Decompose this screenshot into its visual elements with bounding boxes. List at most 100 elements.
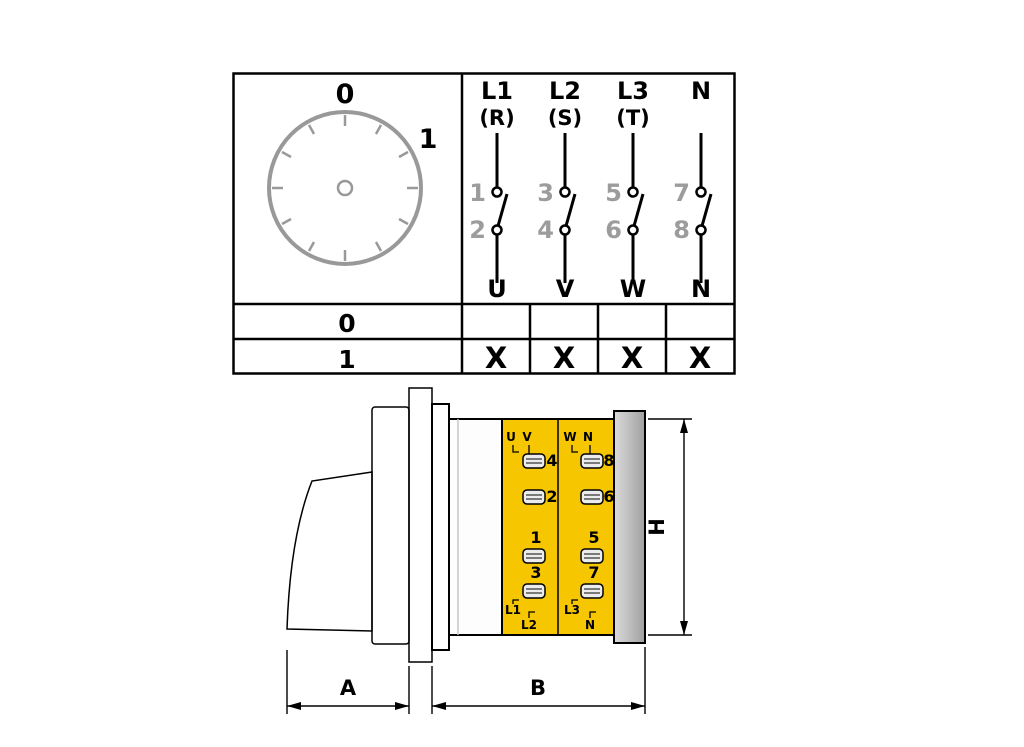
wire-label-u: U bbox=[506, 430, 516, 444]
truth-table: 0 1 X X X X bbox=[338, 309, 711, 375]
screw-terminal-5 bbox=[580, 548, 604, 564]
wire-label-l3: L3 bbox=[564, 603, 580, 617]
contact-mark: X bbox=[689, 341, 711, 375]
screw-terminal-7 bbox=[580, 583, 604, 599]
screw bbox=[522, 548, 546, 564]
position-row-label: 0 bbox=[338, 309, 355, 338]
screw-terminal-8 bbox=[580, 453, 604, 469]
wire-hook bbox=[571, 599, 578, 604]
switch-blade bbox=[632, 193, 645, 227]
terminal-group-upper-right: W N 8 6 bbox=[563, 430, 614, 506]
terminal-number: 8 bbox=[603, 451, 614, 470]
pole-phase-label: (R) bbox=[479, 106, 514, 130]
wire-label-l2: L2 bbox=[521, 618, 537, 632]
lower-contact bbox=[559, 224, 571, 236]
tick bbox=[398, 217, 409, 226]
tick bbox=[374, 124, 383, 135]
terminal-number: 5 bbox=[588, 528, 599, 547]
output-terminal-label: N bbox=[691, 275, 711, 303]
screw-terminal-3 bbox=[522, 583, 546, 599]
rear-end-cap bbox=[613, 410, 646, 644]
wire-hook bbox=[571, 445, 578, 453]
mounting-panel-hatched bbox=[408, 387, 433, 663]
terminal-number: 4 bbox=[546, 451, 557, 470]
table-outer-border bbox=[232, 72, 736, 375]
lower-contact bbox=[695, 224, 707, 236]
upper-contact-number: 7 bbox=[673, 179, 690, 207]
dimension-b: B bbox=[431, 647, 646, 714]
lower-contact bbox=[491, 224, 503, 236]
upper-contact bbox=[491, 186, 503, 198]
screw bbox=[580, 548, 604, 564]
position-row-label: 1 bbox=[338, 345, 355, 374]
pole-line-label: N bbox=[691, 77, 711, 105]
arrowhead-right bbox=[631, 702, 645, 710]
switching-diagram-table: 0 1 L1 (R) bbox=[232, 72, 736, 375]
tick bbox=[281, 217, 292, 226]
wire-label-v: V bbox=[522, 430, 532, 444]
dial-position-1-label: 1 bbox=[419, 124, 438, 155]
rotary-handle-knob bbox=[286, 471, 373, 632]
screw bbox=[522, 489, 546, 505]
upper-contact bbox=[627, 186, 639, 198]
screw-terminal-2 bbox=[522, 489, 546, 505]
lower-contact-number: 4 bbox=[537, 216, 554, 244]
wire-hook bbox=[512, 445, 519, 453]
wire-label-l1: L1 bbox=[505, 603, 521, 617]
pole-l2: L2 (S) 3 4 V bbox=[537, 77, 582, 303]
arrowhead-up bbox=[680, 419, 688, 433]
tick bbox=[281, 150, 292, 159]
tick bbox=[374, 241, 383, 252]
contact-mark: X bbox=[485, 341, 507, 375]
upper-contact bbox=[695, 186, 707, 198]
tick bbox=[307, 124, 316, 135]
lower-contact-number: 8 bbox=[673, 216, 690, 244]
pole-line-label: L3 bbox=[617, 77, 649, 105]
wire-label-w: W bbox=[563, 430, 576, 444]
dial-position-0-label: 0 bbox=[336, 79, 355, 110]
wire-hook bbox=[512, 599, 519, 604]
position-dial: 0 1 bbox=[267, 79, 438, 266]
pole-phase-label: (S) bbox=[548, 106, 582, 130]
output-terminal-label: U bbox=[487, 275, 507, 303]
arrowhead-left bbox=[287, 702, 301, 710]
pole-phase-label: (T) bbox=[616, 106, 650, 130]
upper-contact-number: 3 bbox=[537, 179, 554, 207]
terminal-group-lower-left: 1 3 L1 L2 bbox=[505, 528, 546, 632]
switch-body bbox=[448, 418, 503, 636]
dial-ticks bbox=[272, 115, 418, 261]
dial-center-shaft bbox=[336, 179, 354, 197]
lower-contact bbox=[627, 224, 639, 236]
dimension-a: A bbox=[286, 650, 410, 714]
arrowhead-left bbox=[432, 702, 446, 710]
screw bbox=[522, 453, 546, 469]
terminal-group-upper-left: U V 4 2 bbox=[506, 430, 557, 506]
dimension-h: H bbox=[645, 418, 692, 636]
tick bbox=[398, 150, 409, 159]
dimension-label-b: B bbox=[530, 676, 546, 700]
contact-mark: X bbox=[553, 341, 575, 375]
contact-mark: X bbox=[621, 341, 643, 375]
upper-contact bbox=[559, 186, 571, 198]
terminal-number: 3 bbox=[530, 563, 541, 582]
device-side-view: U V 4 2 W N bbox=[286, 387, 692, 714]
terminal-number: 2 bbox=[546, 487, 557, 506]
terminal-number: 7 bbox=[588, 563, 599, 582]
dial-ring bbox=[267, 110, 423, 266]
terminal-number: 1 bbox=[530, 528, 541, 547]
wire-label-n: N bbox=[583, 430, 593, 444]
handle-flange bbox=[371, 406, 410, 645]
lower-contact-number: 6 bbox=[605, 216, 622, 244]
screw bbox=[522, 583, 546, 599]
switch-blade bbox=[496, 193, 509, 227]
screw bbox=[580, 453, 604, 469]
output-terminal-label: V bbox=[556, 275, 575, 303]
pole-l1: L1 (R) 1 2 U bbox=[469, 77, 514, 303]
pole-line-label: L1 bbox=[481, 77, 513, 105]
pole-n: N 7 8 N bbox=[673, 77, 713, 303]
tick bbox=[307, 241, 316, 252]
screw-terminal-6 bbox=[580, 489, 604, 505]
dimension-label-h: H bbox=[645, 518, 669, 536]
